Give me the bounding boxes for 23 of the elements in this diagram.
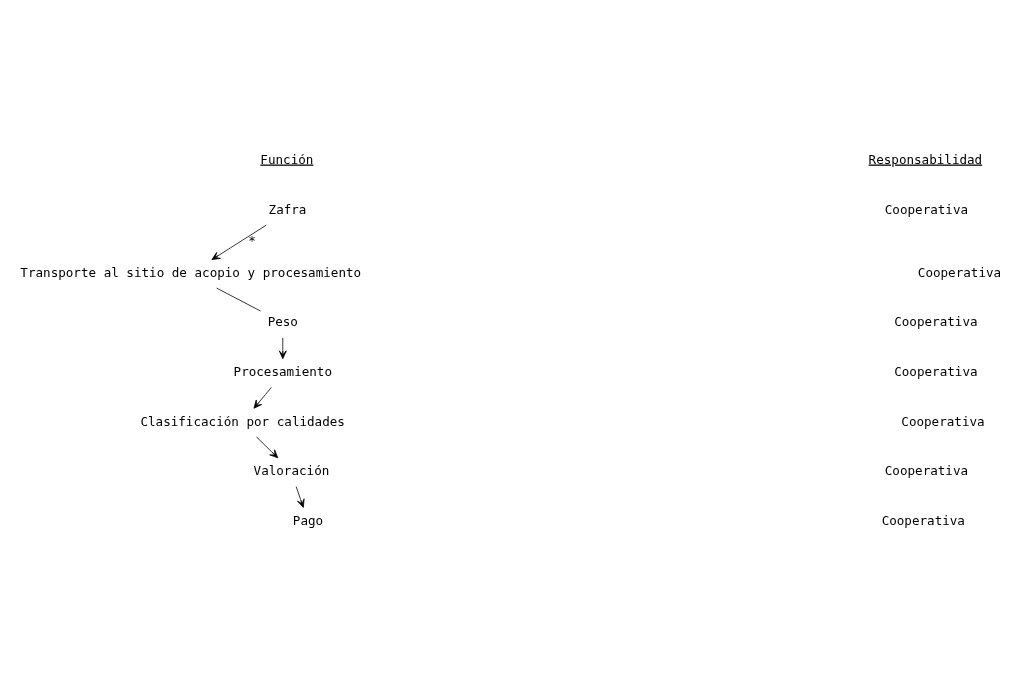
arrow	[256, 436, 279, 459]
label: Cooperativa	[894, 363, 978, 379]
arrow	[253, 387, 272, 409]
label: Cooperativa	[894, 314, 978, 330]
label: Cooperativa	[901, 413, 985, 429]
arrow	[278, 337, 287, 360]
node-text: Zafra	[268, 201, 307, 217]
arrow	[211, 224, 267, 260]
label: Cooperativa	[917, 264, 1002, 280]
arrow	[295, 486, 305, 508]
label: Cooperativa	[881, 512, 965, 528]
node-text: Valoración	[253, 463, 330, 479]
label: Cooperativa	[884, 201, 969, 217]
connector	[216, 287, 261, 312]
node-text: Peso	[267, 314, 298, 330]
node-text: Procesamiento	[233, 363, 333, 379]
node-text: Clasificación por calidades	[140, 413, 345, 429]
label: Función	[260, 151, 314, 167]
edge-label: *	[248, 233, 256, 249]
node-text: Pago	[292, 512, 324, 528]
node-text: Transporte al sitio de acopio y procesamiento	[20, 264, 362, 280]
label: Responsabilidad	[868, 151, 983, 167]
label: Cooperativa	[884, 463, 969, 479]
